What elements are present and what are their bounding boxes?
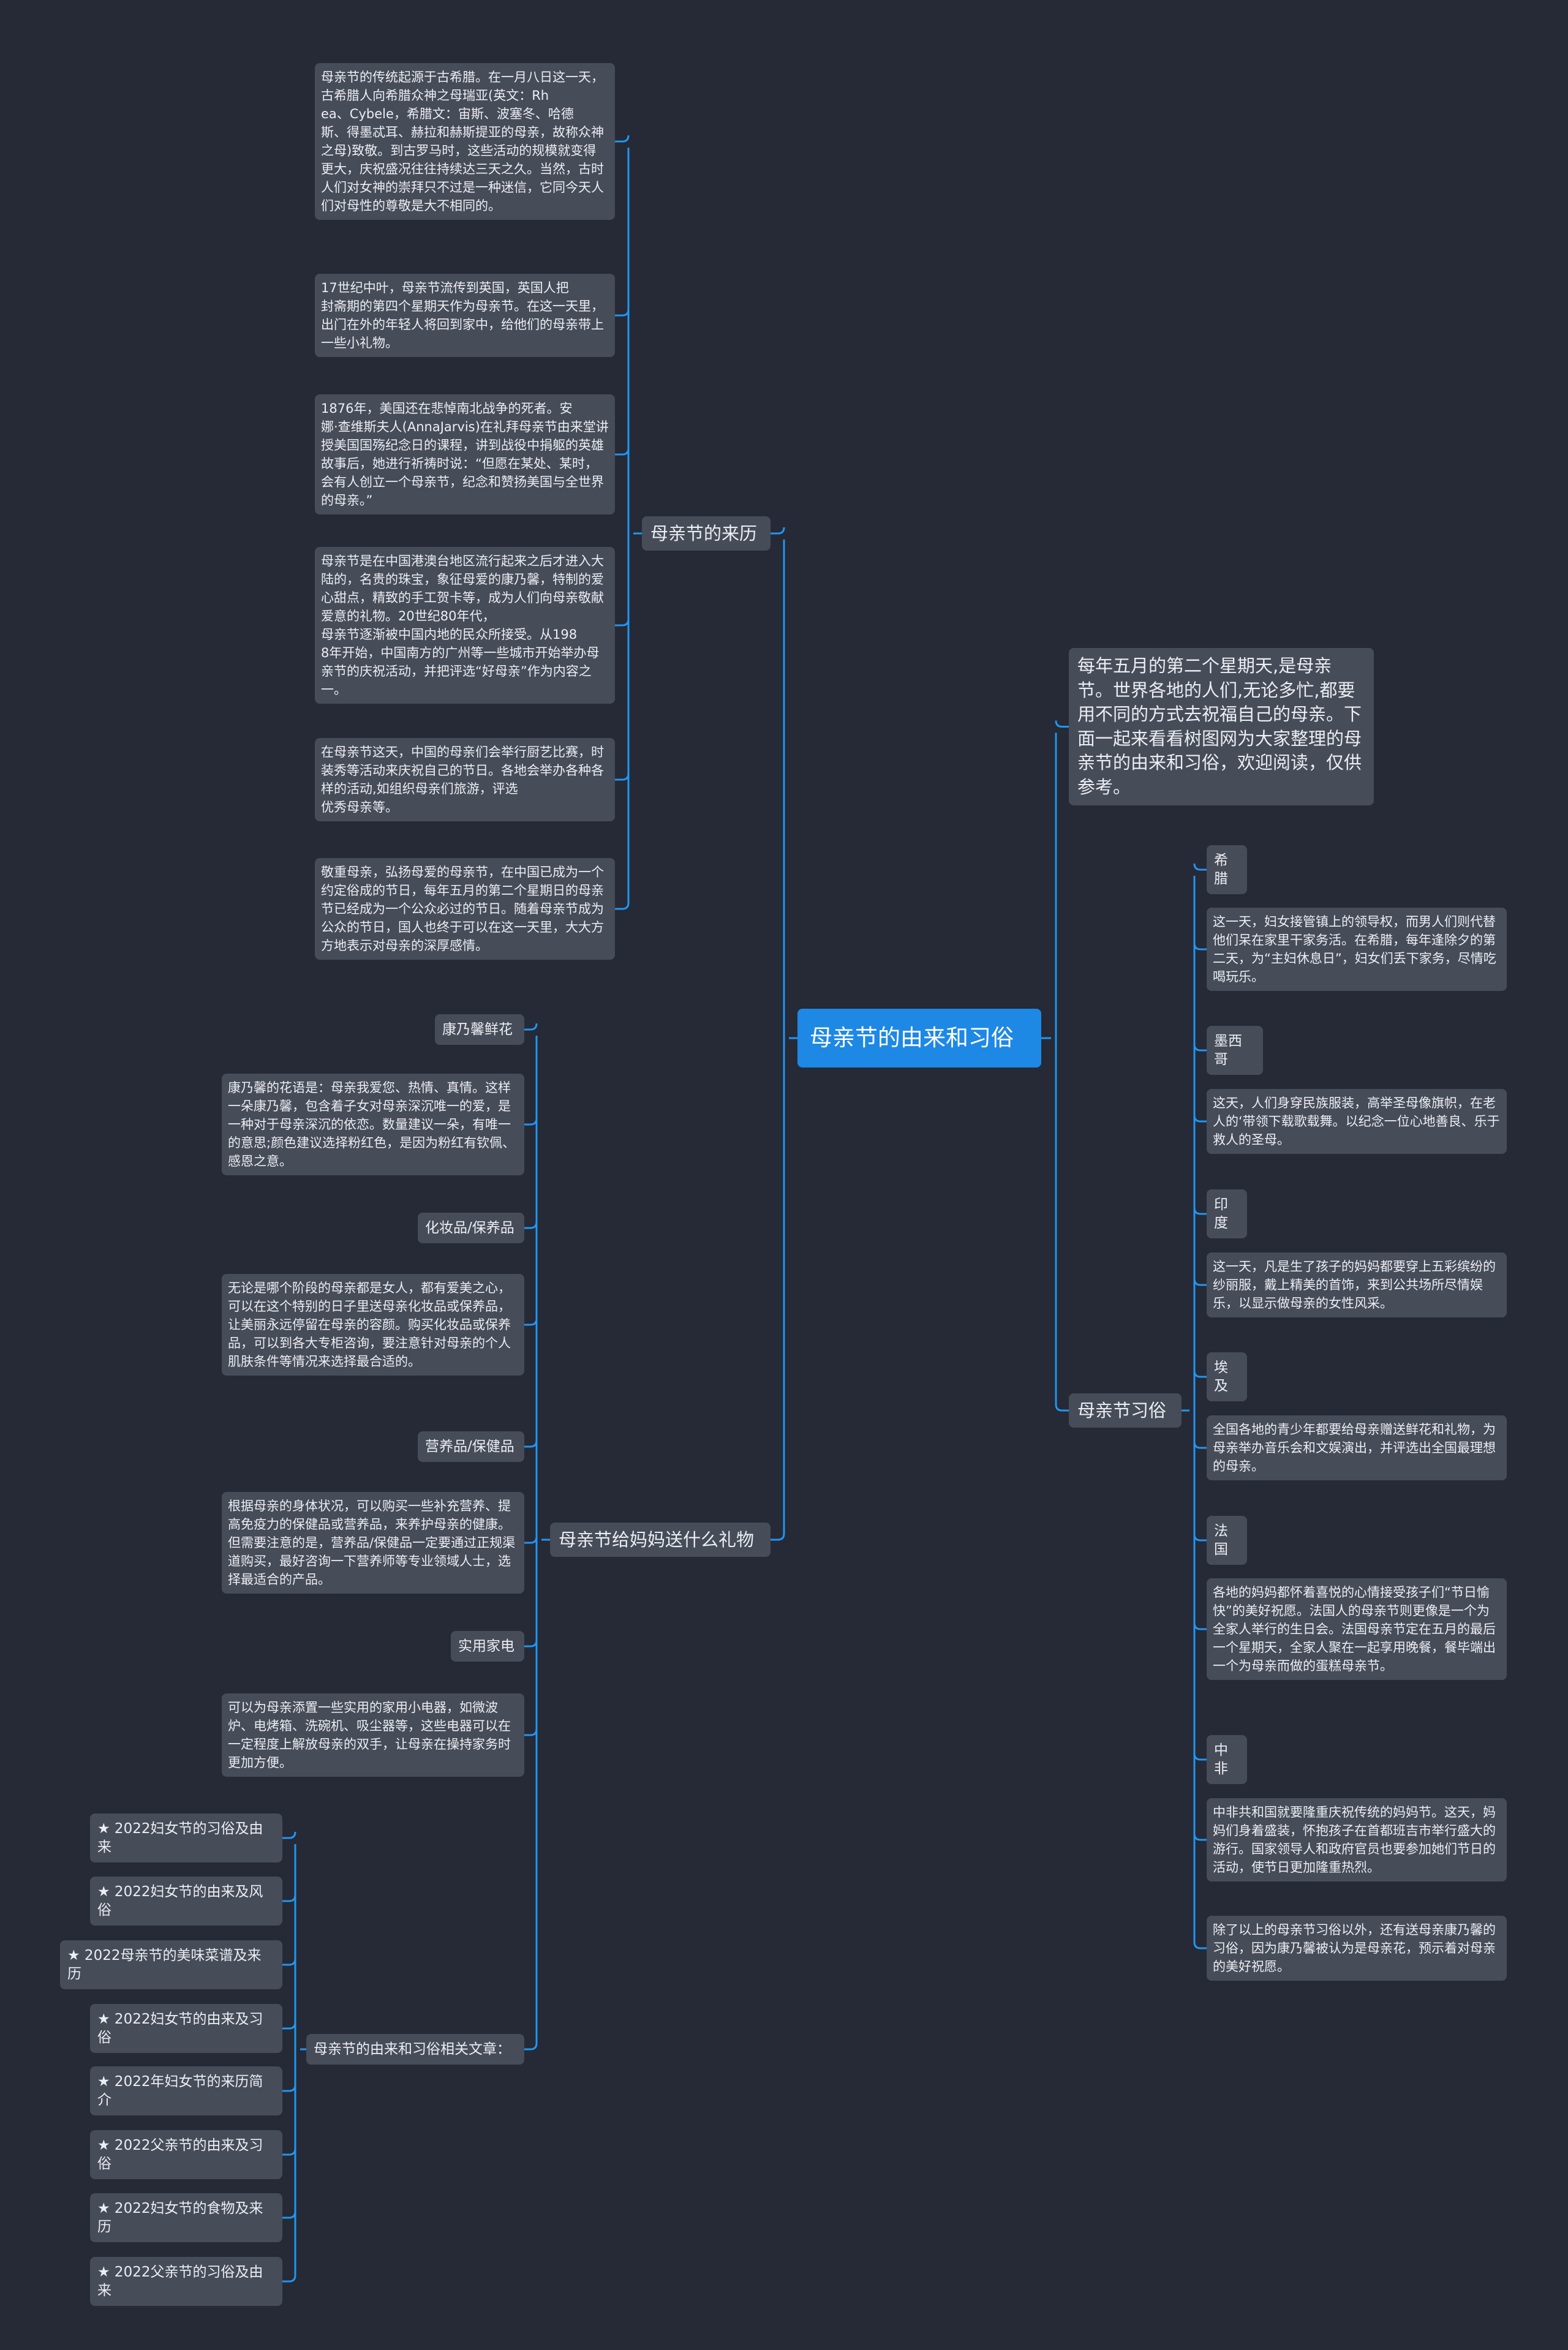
connector-line: [282, 1894, 296, 1902]
connector-line: [524, 1318, 538, 1326]
related-article-link[interactable]: ★ 2022妇女节的习俗及由来: [90, 1813, 282, 1862]
custom-text-egypt: 全国各地的青少年都要给母亲赠送鲜花和礼物，为母亲举办音乐会和文娱演出，并评选出全…: [1207, 1415, 1507, 1480]
connector-line: [1193, 1278, 1207, 1286]
related-article-link[interactable]: ★ 2022母亲节的美味菜谱及来历: [60, 1940, 282, 1989]
related-articles-title[interactable]: 母亲节的由来和习俗相关文章：: [306, 2034, 524, 2065]
connector-line: [1193, 863, 1207, 871]
origin-item-6: 敬重母亲，弘扬母爱的母亲节，在中国已成为一个约定俗成的节日，每年五月的第二个星期…: [315, 858, 615, 960]
connector-line: [771, 527, 785, 535]
gift-text-cosmetics: 无论是哪个阶段的母亲都是女人，都有爱美之心，可以在这个特别的日子里送母亲化妆品或…: [222, 1274, 524, 1376]
connector-line: [1193, 1441, 1207, 1449]
connector-line: [771, 1533, 785, 1541]
connector-line: [1193, 1534, 1207, 1542]
custom-extra-text: 除了以上的母亲节习俗以外，还有送母亲康乃馨的习俗，因为康乃馨被认为是母亲花，预示…: [1207, 1916, 1507, 1981]
origin-item-1: 母亲节的传统起源于古希腊。在一月八日这一天，古希腊人向希腊众神之母瑞亚(英文：R…: [315, 63, 615, 220]
branch-origin[interactable]: 母亲节的来历: [642, 516, 771, 551]
related-article-link[interactable]: ★ 2022妇女节的食物及来历: [90, 2193, 282, 2242]
related-article-link[interactable]: ★ 2022父亲节的习俗及由来: [90, 2257, 282, 2306]
connector-line: [1193, 943, 1207, 951]
connector-line: [282, 1958, 296, 1966]
connector-line: [1055, 720, 1069, 728]
origin-item-2: 17世纪中叶，母亲节流传到英国，英国人把 封斋期的第四个星期天作为母亲节。在这一…: [315, 274, 615, 357]
root-topic[interactable]: 母亲节的由来和习俗: [797, 1009, 1041, 1068]
connector-line: [282, 2022, 296, 2030]
connector-line: [524, 1221, 538, 1229]
custom-text-france: 各地的妈妈都怀着喜悦的心情接受孩子们“节日愉快”的美好祝愿。法国人的母亲节则更像…: [1207, 1578, 1507, 1680]
connector-line: [1193, 1833, 1207, 1841]
connector-line: [282, 1831, 296, 1839]
related-article-link[interactable]: ★ 2022年妇女节的来历简介: [90, 2066, 282, 2115]
country-greece[interactable]: 希腊: [1207, 845, 1247, 894]
gift-text-appliances: 可以为母亲添置一些实用的家用小电器，如微波炉、电烤箱、洗碗机、吸尘器等，这些电器…: [222, 1693, 524, 1777]
gift-title-appliances[interactable]: 实用家电: [451, 1631, 524, 1662]
connector-line: [282, 2084, 296, 2092]
connector-line: [524, 2043, 538, 2051]
connector-line: [615, 902, 630, 910]
connector-line: [1193, 1753, 1207, 1761]
country-france[interactable]: 法国: [1207, 1516, 1247, 1565]
connector-line: [615, 773, 630, 781]
custom-text-india: 这一天，凡是生了孩子的妈妈都要穿上五彩缤纷的纱丽服，戴上精美的首饰，来到公共场所…: [1207, 1252, 1507, 1317]
connector-line: [524, 1536, 538, 1544]
connector-line: [524, 1023, 538, 1031]
origin-item-4: 母亲节是在中国港澳台地区流行起来之后才进入大陆的，名贵的珠宝，象征母爱的康乃馨，…: [315, 547, 615, 704]
related-article-link[interactable]: ★ 2022妇女节的由来及风俗: [90, 1877, 282, 1926]
branch-customs[interactable]: 母亲节习俗: [1069, 1393, 1182, 1428]
related-article-link[interactable]: ★ 2022妇女节的由来及习俗: [90, 2004, 282, 2053]
connector-line: [615, 619, 630, 627]
connector-line: [524, 1440, 538, 1448]
connector-line: [524, 1728, 538, 1736]
connector-line: [1193, 1044, 1207, 1052]
connector-line: [282, 2275, 296, 2283]
country-mexico[interactable]: 墨西哥: [1207, 1026, 1263, 1075]
connector-line: [524, 1118, 538, 1126]
connector-line: [1193, 1370, 1207, 1378]
country-central-africa[interactable]: 中非: [1207, 1735, 1247, 1784]
connector-line: [1193, 1622, 1207, 1630]
connector-line: [615, 135, 630, 143]
country-india[interactable]: 印度: [1207, 1189, 1247, 1238]
related-article-link[interactable]: ★ 2022父亲节的由来及习俗: [90, 2130, 282, 2179]
connector-line: [615, 309, 630, 317]
connector-line: [1193, 1115, 1207, 1123]
origin-item-5: 在母亲节这天，中国的母亲们会举行厨艺比赛，时装秀等活动来庆祝自己的节日。各地会举…: [315, 738, 615, 821]
gift-title-carnation[interactable]: 康乃馨鲜花: [435, 1014, 524, 1045]
connector-line: [615, 448, 630, 456]
connector-line: [524, 1640, 538, 1648]
gift-title-cosmetics[interactable]: 化妆品/保养品: [418, 1213, 524, 1243]
branch-gifts[interactable]: 母亲节给妈妈送什么礼物: [550, 1523, 771, 1557]
connector-line: [1193, 1941, 1207, 1949]
custom-text-greece: 这一天，妇女接管镇上的领导权，而男人们则代替他们呆在家里干家务活。在希腊，每年逢…: [1207, 908, 1507, 991]
custom-text-mexico: 这天，人们身穿民族服装，高举圣母像旗帜，在老人的‘带领下载歌载舞。以纪念一位心地…: [1207, 1089, 1507, 1154]
country-egypt[interactable]: 埃及: [1207, 1352, 1247, 1401]
connector-line: [282, 2211, 296, 2219]
intro-text[interactable]: 每年五月的第二个星期天,是母亲节。世界各地的人们,无论多忙,都要用不同的方式去祝…: [1069, 648, 1374, 805]
gift-title-supplements[interactable]: 营养品/保健品: [418, 1431, 524, 1462]
origin-item-3: 1876年，美国还在悲悼南北战争的死者。安 娜·查维斯夫人(AnnaJarvis…: [315, 394, 615, 514]
connector-line: [282, 2148, 296, 2156]
gift-text-supplements: 根据母亲的身体状况，可以购买一些补充营养、提高免疫力的保健品或营养品，来养护母亲…: [222, 1492, 524, 1594]
custom-text-central-africa: 中非共和国就要隆重庆祝传统的妈妈节。这天，妈妈们身着盛装，怀抱孩子在首都班吉市举…: [1207, 1798, 1507, 1881]
connector-line: [1193, 1207, 1207, 1215]
connector-line: [1055, 1404, 1069, 1412]
gift-text-carnation: 康乃馨的花语是：母亲我爱您、热情、真情。这样一朵康乃馨，包含着子女对母亲深沉唯一…: [222, 1074, 524, 1175]
